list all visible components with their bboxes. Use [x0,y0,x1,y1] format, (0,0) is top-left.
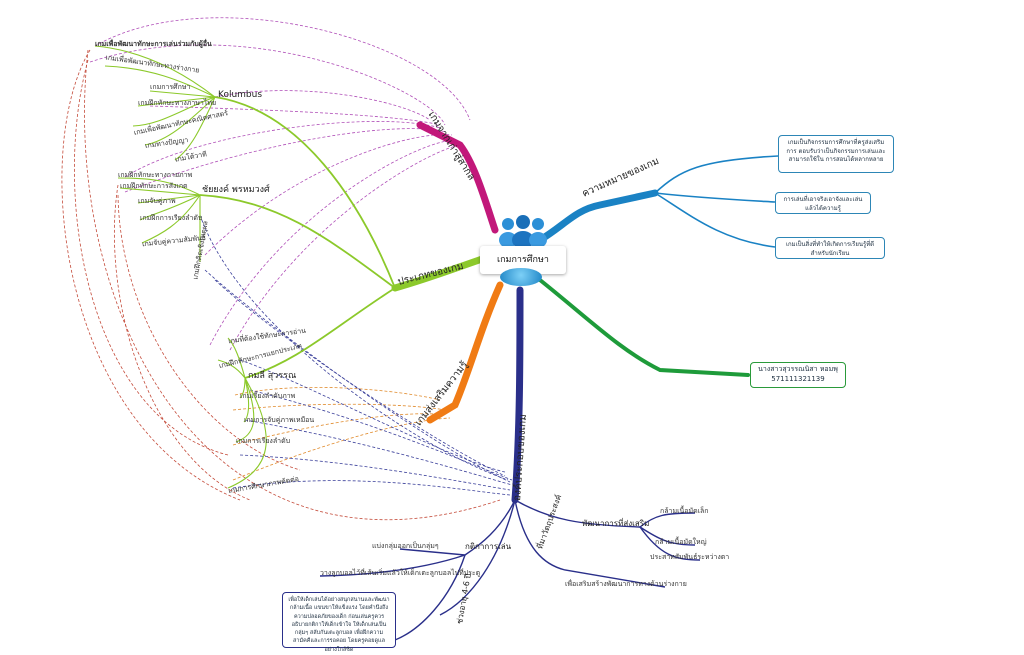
kolumbus-leaf[interactable]: เกมเพื่อพัฒนาทักษะการเล่นร่วมกับผู้อื่น [95,40,212,48]
rules-leaf[interactable]: วางลูกบอลไว้ที่เส้นเริ่มแล้วให้เด็กเตะลู… [320,569,481,577]
relationship-arcs [61,17,513,521]
author-box[interactable]: นางสาวสุวรรณนิสา หอมพุ 571111321139 [750,362,846,388]
center-icon [494,214,552,249]
skills-leaf[interactable]: กล้ามเนื้อมัดใหญ่ [655,538,707,546]
pak-leaf[interactable]: เกมเรียงลำดับภาพ [240,392,296,400]
description-box[interactable]: เพื่อให้เด็กเล่นได้อย่างสนุกสนานและพัฒนา… [282,592,396,653]
meaning-box-2[interactable]: การเล่นที่เอาจริงเอาจังและเล่นแล้วได้ควา… [775,192,871,214]
subnode-pak[interactable]: กมลี สุวรรณ [248,371,297,381]
ssr-leaf-lines [117,177,201,262]
meaning-box-3[interactable]: เกมเป็นสิ่งที่ทำให้เกิดการเรียนรู้ที่ดีส… [775,237,885,259]
kolumbus-leaf[interactable]: เกมฝึกทักษะทางภาษาไทย [138,99,217,107]
skills-node[interactable]: พัฒนาการที่ส่งเสริม [582,519,650,528]
author-name: นางสาวสุวรรณนิสา หอมพุ [758,365,838,373]
pak-leaf[interactable]: เกมการจับคู่ภาพเหมือน [244,416,315,424]
elements-connectors [319,499,701,641]
ssr-leaf[interactable]: เกมฝึกการเรียงลำดับ [140,214,203,222]
skills-leaf[interactable]: กล้ามเนื้อมัดเล็ก [660,507,709,515]
ssr-leaf[interactable]: เกมจับคู่ภาพ [138,197,176,205]
pak-leaf[interactable]: เกมการเรียงลำดับ [236,437,291,445]
subnode-kolumbus[interactable]: Kolumbus [218,90,263,100]
kolumbus-leaf[interactable]: เกมการศึกษา [150,83,191,91]
ssr-leaf[interactable]: เกมฝึกทักษะการสังเกต [120,182,188,190]
meaning-box-1[interactable]: เกมเป็นกิจกรรมการศึกษาที่ครูส่งเสริมการ … [778,135,894,173]
goal-leaf[interactable]: เพื่อเสริมสร้างพัฒนาการทางด้านร่างกาย [565,580,687,588]
kolumbus-leaf-lines [94,45,216,161]
subnode-ssr[interactable]: ชัยยงค์ พรหมวงศ์ [202,185,270,195]
meaning-connectors [654,155,779,248]
author-id: 571111321139 [771,374,825,383]
rules-leaf[interactable]: แบ่งกลุ่มออกเป็นกลุ่มๆ [372,542,439,550]
center-icon-base [500,268,542,286]
main-branches [391,121,750,504]
types-connectors [199,96,396,379]
pak-leaf-lines [217,337,267,489]
rules-node[interactable]: กติกาการเล่น [465,542,512,551]
skills-leaf[interactable]: ประสาทสัมพันธ์ระหว่างตา [650,553,730,561]
ssr-leaf[interactable]: เกมฝึกทักษะทางกายภาพ [118,171,193,179]
